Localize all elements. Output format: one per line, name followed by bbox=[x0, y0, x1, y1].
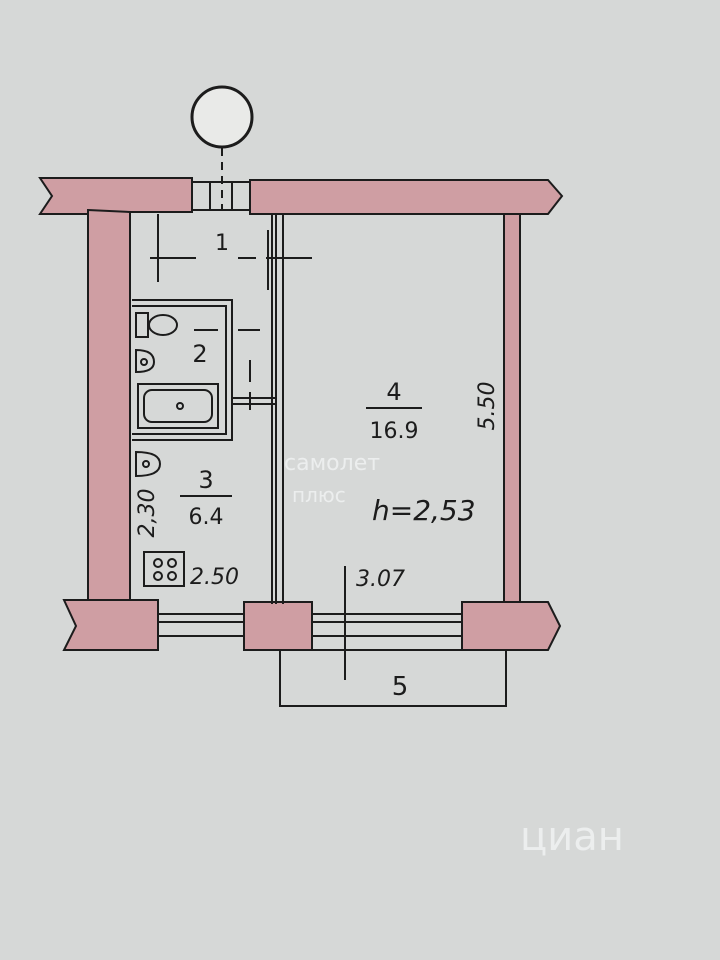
dimension-kitchen-height: 2,30 bbox=[135, 489, 160, 538]
window-kitchen bbox=[158, 613, 244, 637]
walls bbox=[38, 177, 564, 651]
dimension-kitchen-width: 2.50 bbox=[190, 565, 239, 590]
dimension-room-width: 3.07 bbox=[356, 567, 405, 592]
balcony-door bbox=[312, 613, 462, 637]
svg-text:циан: циан bbox=[520, 814, 624, 860]
wall-bottom-right bbox=[461, 601, 562, 651]
window-top bbox=[192, 181, 250, 211]
wall-bottom-pier bbox=[243, 601, 313, 651]
wall-top-left bbox=[38, 177, 193, 215]
room-4-area: 16.9 bbox=[370, 419, 419, 444]
svg-text:плюс: плюс bbox=[292, 483, 346, 507]
room-3-area: 6.4 bbox=[189, 505, 224, 530]
watermark-cian: циан bbox=[520, 814, 624, 860]
wall-right bbox=[503, 213, 521, 607]
ceiling-height: h=2,53 bbox=[372, 494, 476, 527]
balcony bbox=[279, 649, 507, 707]
stove-icon bbox=[143, 551, 185, 587]
wall-bottom-left bbox=[62, 599, 159, 651]
svg-text:самолет: самолет bbox=[284, 451, 380, 476]
washbasin-icon bbox=[135, 348, 156, 374]
room-4-number: 4 bbox=[386, 378, 401, 406]
watermark-samolet: самолет плюс bbox=[284, 451, 380, 507]
room-5-number: 5 bbox=[392, 672, 409, 702]
room-3-number: 3 bbox=[198, 466, 213, 494]
room-1-number: 1 bbox=[215, 231, 229, 256]
orientation-marker bbox=[190, 85, 254, 210]
kitchen-sink-icon bbox=[135, 450, 162, 478]
partitions bbox=[132, 214, 312, 604]
bathtub-icon bbox=[137, 383, 219, 429]
wall-top-right bbox=[249, 179, 564, 215]
wall-left bbox=[87, 208, 131, 605]
room-2-number: 2 bbox=[192, 340, 207, 368]
windows bbox=[158, 181, 462, 637]
toilet-icon bbox=[135, 312, 178, 338]
dimension-room-length: 5.50 bbox=[475, 382, 500, 431]
